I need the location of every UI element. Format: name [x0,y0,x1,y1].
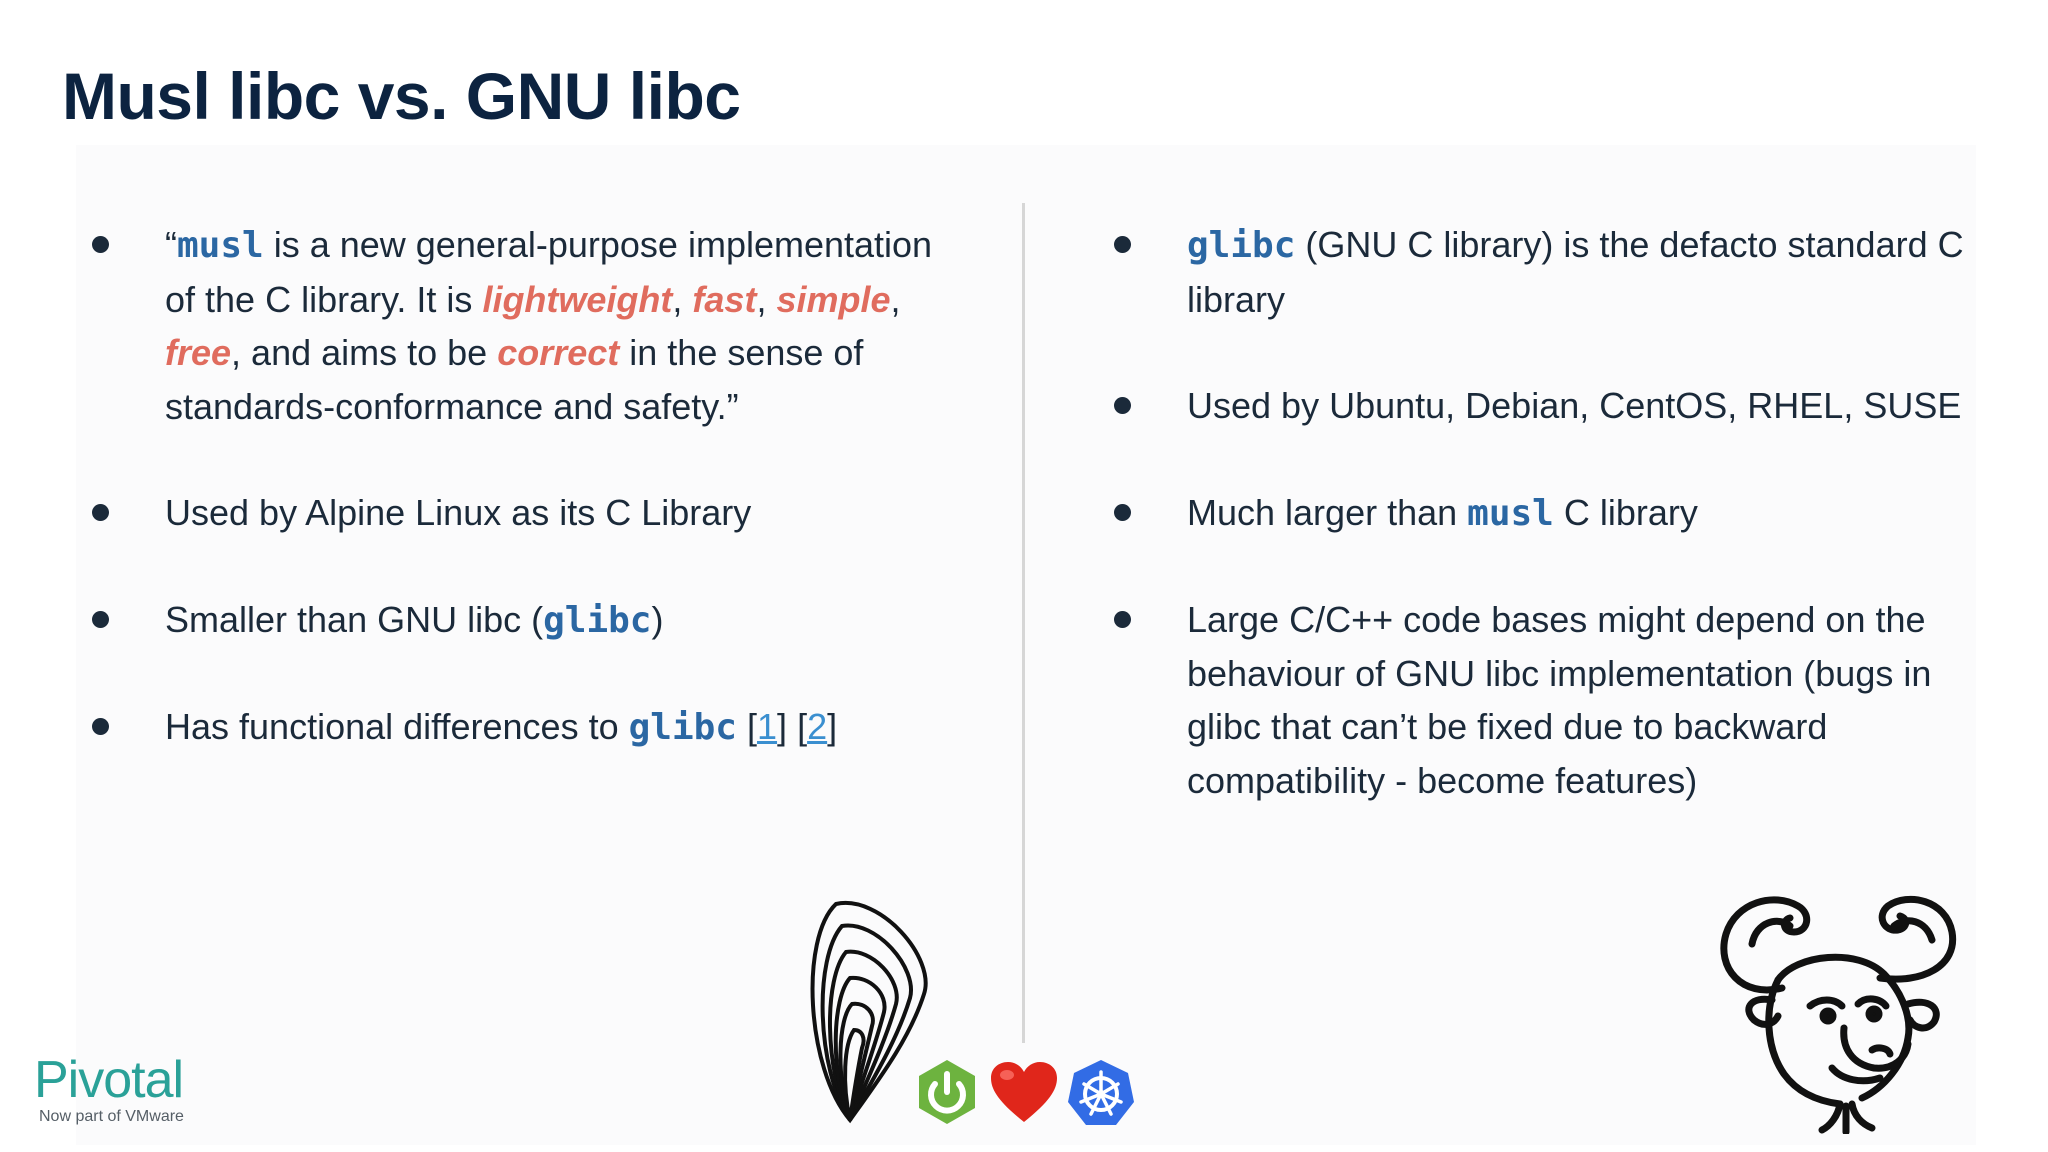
glibc-bullet-list: glibc (GNU C library) is the defacto sta… [1110,218,1970,860]
differences-text: Has functional differences to [165,706,629,747]
musl-code: musl [177,225,264,266]
reference-link-2[interactable]: 2 [807,706,828,747]
larger-text-2: C library [1553,491,1698,533]
slide-title: Musl libc vs. GNU libc [62,59,741,133]
bullet-dot [1114,611,1131,628]
content-panel [76,145,1976,1145]
glibc-code: glibc [1187,225,1296,266]
highlight-free: free [165,332,232,373]
behaviour-bullet: Large C/C++ code bases might depend on t… [1110,593,1970,807]
smaller-text-2: ) [651,598,664,640]
bullet-dot [1114,397,1131,414]
comma-1: , [672,278,693,320]
quote-open: “ [165,224,177,265]
bullet-dot [1114,236,1131,253]
behaviour-text: Large C/C++ code bases might depend on t… [1187,599,1932,801]
larger-bullet: Much larger than musl C library [1110,486,1970,541]
glibc-standard-bullet: glibc (GNU C library) is the defacto sta… [1110,218,1970,326]
space [787,706,797,747]
musl-bullet-list: “musl is a new general-purpose implement… [88,218,948,808]
highlight-lightweight: lightweight [482,278,673,320]
musl-mussel-icon [810,900,928,1124]
bullet-dot [92,504,109,521]
glibc-code: glibc [628,707,737,748]
bullet-dot [92,236,109,253]
glibc-code: glibc [543,599,652,641]
quote-text-1: is a new general-purpose implementation … [165,224,933,320]
smaller-text-1: Smaller than GNU libc ( [165,598,544,640]
kubernetes-helm-icon [1068,1060,1134,1125]
bullet-dot [92,718,109,735]
heart-icon [991,1062,1057,1122]
musl-code: musl [1467,492,1554,534]
bullet-dot [1114,503,1131,521]
pivotal-subtitle: Now part of VMware [39,1108,184,1125]
distros-bullet: Used by Ubuntu, Debian, CentOS, RHEL, SU… [1110,379,1970,433]
bullet-dot [92,610,109,628]
distros-text: Used by Ubuntu, Debian, CentOS, RHEL, SU… [1187,385,1962,426]
musl-quote-bullet: “musl is a new general-purpose implement… [88,218,948,433]
smaller-bullet: Smaller than GNU libc (glibc) [88,593,948,648]
comma-3: , [890,278,901,320]
reference-link-1[interactable]: 1 [757,706,778,747]
larger-text-1: Much larger than [1187,491,1468,533]
alpine-bullet: Used by Alpine Linux as its C Library [88,486,948,540]
spring-power-icon [919,1060,975,1124]
highlight-fast: fast [692,278,757,320]
space [737,706,747,747]
comma-2: , [756,278,777,320]
differences-bullet: Has functional differences to glibc [1] … [88,700,948,755]
alpine-text: Used by Alpine Linux as its C Library [165,492,752,533]
highlight-correct: correct [497,332,620,373]
column-divider [1022,203,1025,1043]
quote-text-3: in the sense of standards-conformance an… [165,332,864,427]
highlight-simple: simple [776,278,891,320]
gnu-head-icon [1720,895,1957,1134]
quote-text-2: , and aims to be [231,332,498,373]
bracket-close-1: ] [777,706,788,747]
bracket-open-1: [ [747,706,758,747]
bracket-close-2: ] [827,706,838,747]
pivotal-logo: Pivotal [34,1051,184,1109]
bracket-open-2: [ [797,706,808,747]
glibc-standard-text: (GNU C library) is the defacto standard … [1187,224,1964,320]
